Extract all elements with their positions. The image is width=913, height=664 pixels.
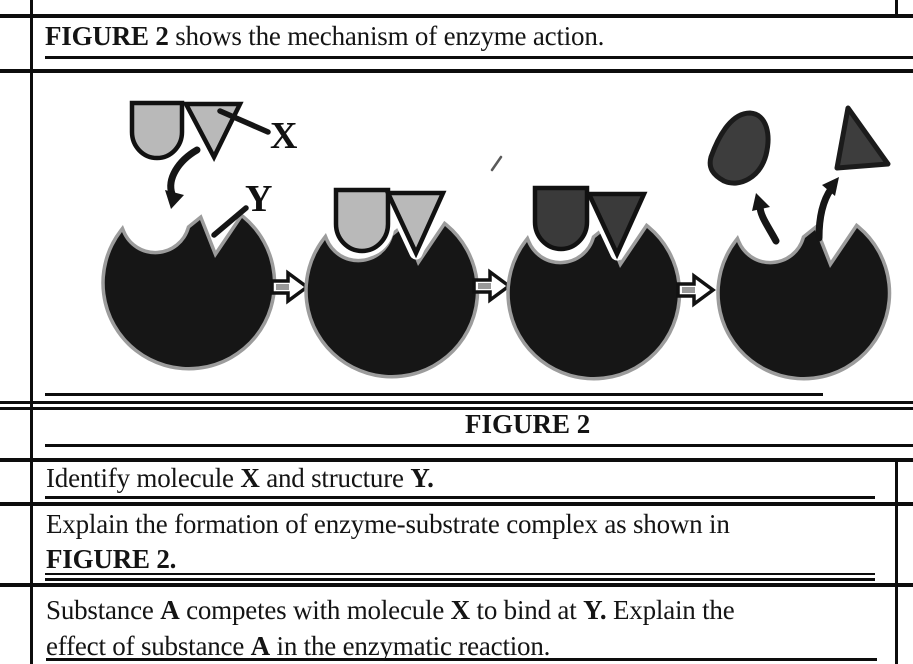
step-arrow-1 xyxy=(270,271,309,303)
table-border-left-column xyxy=(30,0,33,664)
table-border xyxy=(0,401,913,404)
label-x-pointer-line xyxy=(217,108,271,135)
label-x: X xyxy=(270,115,297,157)
stray-mark xyxy=(490,155,503,172)
substrate-triangle-bound xyxy=(388,193,443,253)
question1-underline xyxy=(45,496,875,499)
substrate-halo xyxy=(535,188,587,249)
label-y: Y xyxy=(245,178,272,220)
table-border xyxy=(0,69,913,73)
table-border xyxy=(0,458,913,462)
product-triangle-bound xyxy=(589,194,644,254)
question2-underline xyxy=(45,578,875,581)
enzyme-stage2 xyxy=(308,226,476,375)
table-border-top xyxy=(0,14,913,18)
table-border-right-column xyxy=(895,458,898,664)
table-border xyxy=(0,407,913,410)
product-round-bound xyxy=(535,188,587,249)
substrate-round-bound xyxy=(336,190,388,251)
enzyme-stage1 xyxy=(105,218,273,367)
release-arrowhead-left xyxy=(752,193,770,211)
intro-underline xyxy=(45,56,913,59)
substrate-halo xyxy=(336,190,388,251)
question2-underline xyxy=(45,573,875,575)
binding-arrowhead xyxy=(165,190,184,209)
question-1: Identify molecule X and structure Y. xyxy=(46,463,434,493)
step-arrow-3 xyxy=(676,274,715,306)
table-border xyxy=(0,583,913,587)
label-y-pointer-line xyxy=(211,205,249,238)
figure-caption: FIGURE 2 xyxy=(465,409,591,439)
product-triangle-released xyxy=(834,105,891,171)
release-arrow-left xyxy=(756,202,780,245)
caption-underline xyxy=(45,444,913,447)
step-arrow-2 xyxy=(472,270,511,302)
product-drop-released xyxy=(707,110,771,186)
question3-underline xyxy=(46,658,877,661)
question-3: Substance A competes with molecule X to … xyxy=(46,595,735,661)
enzyme-stage3 xyxy=(510,228,678,377)
substrate-halo xyxy=(388,193,443,253)
substrate-round-free xyxy=(132,103,182,158)
enzyme-stage4 xyxy=(720,228,888,377)
release-arrowhead-right xyxy=(822,177,839,196)
release-arrow-right xyxy=(815,185,835,242)
question-2: Explain the formation of enzyme-substrat… xyxy=(46,509,730,574)
intro-text: FIGURE 2 shows the mechanism of enzyme a… xyxy=(45,21,605,51)
substrate-triangle-free xyxy=(186,104,240,157)
table-border-right-column xyxy=(895,0,898,17)
binding-arrow xyxy=(167,146,201,198)
figure-cell-underline xyxy=(45,393,823,396)
table-border xyxy=(0,502,913,506)
substrate-halo xyxy=(589,194,644,254)
